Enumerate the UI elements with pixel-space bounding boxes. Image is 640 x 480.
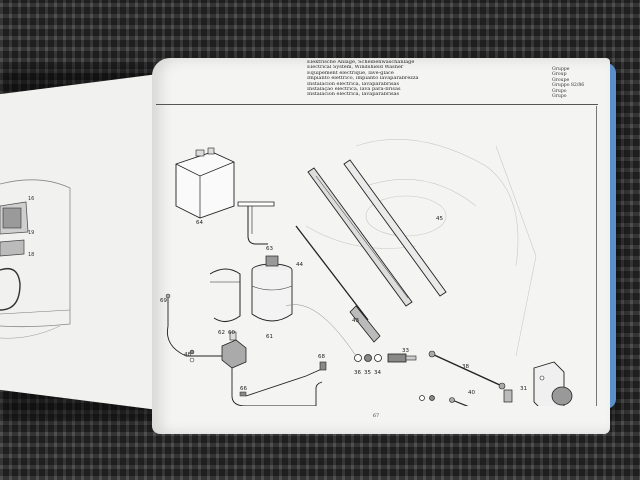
group-number: 82/86 [570,83,585,89]
label-36: 36 [354,370,361,376]
left-page-diagram: 16 19 18 [0,179,71,339]
header-line-es: Instalación eléctrica, lavaparabrisas [307,81,400,87]
part-30-wiper-motor [533,361,573,406]
header-line-es2: Instalación eléctrica, lavaparabrisas [307,92,400,98]
left-label-19: 19 [28,230,34,236]
exploded-diagram-frame: 64 63 62 61 44 45 43 33 36 35 34 38 37 4… [156,106,597,406]
group-label-pt: Grupo [552,94,567,100]
wiring-trace [285,304,357,357]
parts-catalog-page: Elektrische Anlage, Scheibenwaschanlage … [152,58,610,434]
header-line-en: Electrical System, Windshield Washer [307,65,404,71]
label-38: 38 [462,364,469,370]
group-label-it: Gruppo [552,83,570,89]
part-34-seal [374,354,382,362]
left-label-18: 18 [28,252,34,258]
part-42-grommet [419,395,425,401]
header-line-pt: Instalação eléctrica, lava pára-brisas [307,87,401,93]
label-34: 34 [374,370,381,376]
exploded-parts-diagram: 64 63 62 61 44 45 43 33 36 35 34 38 37 4… [160,139,573,406]
label-64: 64 [196,220,203,226]
part-38-linkage-rod [428,350,506,390]
label-44: 44 [296,262,303,268]
left-label-16: 16 [28,196,34,202]
label-63: 63 [266,246,273,252]
group-labels: Gruppe Group Groupe Gruppo 82/86 Grupo G… [552,67,592,99]
label-40: 40 [468,390,475,396]
group-label-en: Group [552,72,567,78]
label-66: 66 [240,386,247,392]
left-page: 16 19 18 [0,74,158,410]
label-35: 35 [364,370,371,376]
part-64-washer-module [175,147,235,219]
part-63-bracket [237,201,275,245]
part-36-washer [354,354,362,362]
group-label-es: Grupo [552,88,567,94]
part-45-wiper-blade-insert [343,159,447,297]
part-32-crank [503,389,513,403]
group-label-fr: Groupe [552,77,570,83]
part-35-nut [364,354,372,362]
group-label-de: Gruppe [552,67,570,72]
label-61: 61 [266,334,273,340]
label-33: 33 [402,348,409,354]
header-line-fr: Équipement électrique, lave-glace [307,70,394,76]
part-62-strap [209,268,241,322]
header-divider [156,104,598,105]
label-45: 45 [436,216,443,222]
label-69: 69 [160,298,167,304]
part-44-wiper-blade [307,167,413,307]
label-48: 48 [184,352,191,358]
label-31: 31 [520,386,527,392]
part-60-washer-pump [221,331,247,369]
part-69-hose-end [165,293,171,326]
faint-vehicle-outline [305,139,537,357]
part-67-hose [166,325,325,406]
label-43: 43 [352,318,359,324]
header-line-it: Impianto elettrico, impianto lavaparabre… [307,76,419,82]
part-48-grommet-pair [189,349,195,363]
page-number: 67 [372,413,380,419]
part-33-wiper-spindle [387,353,417,363]
part-66-connector [239,391,247,397]
page-header: Elektrische Anlage, Scheibenwaschanlage … [307,60,547,98]
label-68: 68 [318,354,325,360]
part-37-linkage-rod [449,397,469,406]
header-line-de: Elektrische Anlage, Scheibenwaschanlage [307,60,415,65]
part-43-wiper-arm [295,225,381,343]
label-62: 62 [218,330,225,336]
part-61-reservoir [251,255,293,322]
label-60: 60 [228,330,235,336]
part-68-nozzle [319,361,327,371]
part-41-clip [429,395,435,401]
